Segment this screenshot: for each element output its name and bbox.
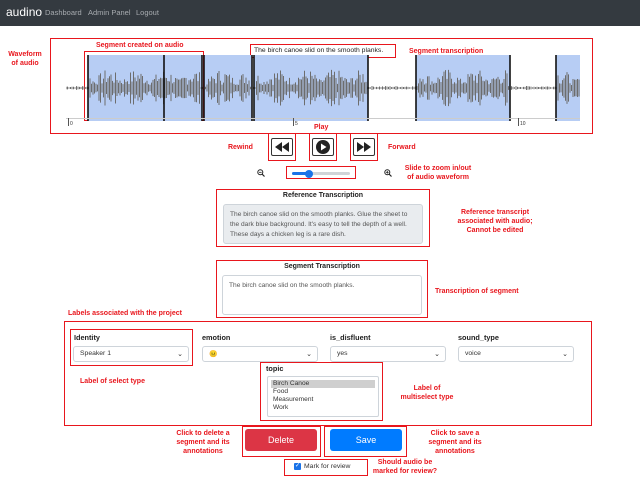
delete-annotation-box [242,426,321,457]
sound-type-select-value: voice [465,350,481,357]
identity-select[interactable]: Speaker 1 ⌄ [73,346,189,362]
segment-transcription-input[interactable]: The birch canoe slid on the smooth plank… [222,275,422,315]
emotion-select-value: 😐 [209,351,218,358]
annotation-segment-created: Segment created on audio [96,42,184,49]
nav-link-admin-panel[interactable]: Admin Panel [88,8,131,17]
topic-annotation-box [260,362,383,421]
forward-icon [357,142,371,152]
annotation-review: Should audio be marked for review? [372,459,438,475]
identity-label: Identity [74,333,100,342]
zoom-in-icon[interactable] [384,169,392,177]
annotation-label-multiselect: Label of multiselect type [400,385,454,401]
annotation-play: Play [314,124,329,131]
reference-title: Reference Transcription [282,192,364,199]
annotation-forward: Forward [388,144,416,151]
reference-transcription-text: The birch canoe slid on the smooth plank… [223,204,423,244]
review-label: Mark for review [304,463,351,470]
play-annotation-box [309,133,337,161]
sound-type-label: sound_type [458,333,499,342]
zoom-out-icon[interactable] [257,169,265,177]
forward-annotation-box [350,133,378,161]
nav-link-logout[interactable]: Logout [136,8,159,17]
zoom-slider-track[interactable] [292,169,350,178]
identity-select-value: Speaker 1 [80,350,111,357]
brand-logo[interactable]: audino [6,5,43,19]
topic-option[interactable]: Birch Canoe [273,380,310,387]
chevron-down-icon: ⌄ [177,351,183,358]
topic-multiselect[interactable]: Birch Canoe Food Measurement Work [267,376,379,417]
annotation-labels-project: Labels associated with the project [68,310,182,317]
topic-option[interactable]: Food [273,388,289,395]
save-annotation-box [324,426,407,457]
rewind-button[interactable] [271,138,293,156]
save-button[interactable]: Save [330,429,402,451]
zoom-annotation-box [286,166,356,179]
is-disfluent-label: is_disfluent [330,333,371,342]
zoom-slider-thumb[interactable] [305,169,314,178]
annotation-waveform: Waveform of audio [8,51,42,67]
annotation-reference: Reference transcript associated with aud… [457,209,533,234]
rewind-annotation-box [268,133,296,161]
annotation-label-select: Label of select type [80,378,145,385]
topic-selected-highlight [271,380,375,388]
sound-type-select[interactable]: voice ⌄ [458,346,574,362]
delete-button[interactable]: Delete [245,429,317,451]
waveform-graphic [66,55,580,121]
segment-transcription-title: Segment Transcription [284,263,360,270]
play-button[interactable] [312,138,334,156]
review-annotation-box [284,459,368,476]
identity-annotation-box [70,329,193,366]
annotation-zoom: Slide to zoom in/out of audio waveform [404,165,472,181]
chevron-down-icon: ⌄ [306,351,312,358]
emotion-select[interactable]: 😐⌄ [202,346,318,362]
audio-waveform[interactable] [66,55,580,121]
zoom-slider-fill [292,172,310,175]
topic-option[interactable]: Measurement [273,396,314,403]
topic-option[interactable]: Work [273,404,289,411]
annotation-segment-transcription: Segment transcription [409,48,484,55]
navbar: audino Dashboard Admin Panel Logout [0,0,640,26]
rewind-icon [275,142,289,152]
emotion-label: emotion [202,333,231,342]
is-disfluent-select[interactable]: yes ⌄ [330,346,446,362]
time-ruler: 0 5 10 [66,118,580,130]
forward-button[interactable] [353,138,375,156]
annotation-rewind: Rewind [228,144,253,151]
nav-link-dashboard[interactable]: Dashboard [45,8,82,17]
chevron-down-icon: ⌄ [562,351,568,358]
tick-label: 5 [295,121,298,127]
annotation-save: Click to save a segment and its annotati… [428,430,482,455]
segment-transcription-annotation-box [216,260,428,318]
annotation-transcription-of-segment: Transcription of segment [435,288,519,295]
chevron-down-icon: ⌄ [434,351,440,358]
labels-annotation-box [64,321,592,426]
tick-label: 0 [70,121,73,127]
is-disfluent-select-value: yes [337,350,348,357]
annotation-delete: Click to delete a segment and its annota… [176,430,230,455]
topic-label: topic [266,364,284,373]
reference-annotation-box [216,189,430,247]
play-icon [316,140,330,154]
waveform-caption: The birch canoe slid on the smooth plank… [254,47,384,54]
tick-label: 10 [520,121,526,127]
review-checkbox[interactable]: ✓ [294,463,301,470]
